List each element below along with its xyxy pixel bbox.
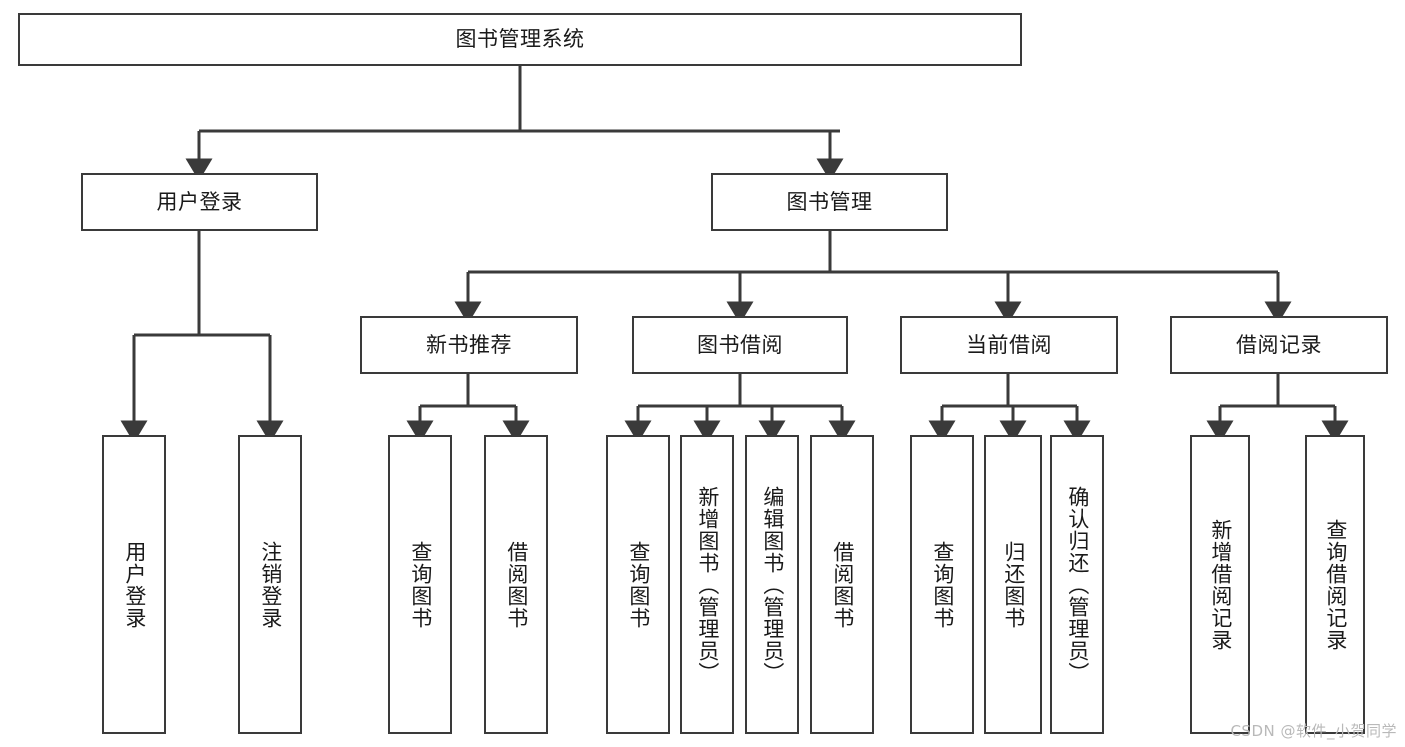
node-leaf-query-book-3[interactable]: 查询图书 bbox=[910, 435, 974, 734]
node-leaf-query-book-2[interactable]: 查询图书 bbox=[606, 435, 670, 734]
node-leaf-confirm-return-admin-label: 确认归还（管理员） bbox=[1065, 485, 1090, 684]
node-leaf-logout-login-label: 注销登录 bbox=[258, 540, 283, 629]
node-new-book-recommend[interactable]: 新书推荐 bbox=[360, 316, 578, 374]
node-leaf-query-book-3-label: 查询图书 bbox=[930, 540, 955, 629]
node-leaf-borrow-book-1[interactable]: 借阅图书 bbox=[484, 435, 548, 734]
node-user-login[interactable]: 用户登录 bbox=[81, 173, 318, 231]
node-leaf-borrow-book-2[interactable]: 借阅图书 bbox=[810, 435, 874, 734]
node-leaf-edit-book-admin-label: 编辑图书（管理员） bbox=[760, 485, 785, 684]
node-leaf-borrow-book-2-label: 借阅图书 bbox=[830, 540, 855, 629]
node-book-borrow-label: 图书借阅 bbox=[697, 332, 783, 357]
node-leaf-add-borrow-record-label: 新增借阅记录 bbox=[1208, 518, 1233, 651]
node-root[interactable]: 图书管理系统 bbox=[18, 13, 1022, 66]
node-leaf-user-login-label: 用户登录 bbox=[122, 540, 147, 629]
node-book-borrow[interactable]: 图书借阅 bbox=[632, 316, 848, 374]
node-leaf-query-book-1[interactable]: 查询图书 bbox=[388, 435, 452, 734]
node-leaf-borrow-book-1-label: 借阅图书 bbox=[504, 540, 529, 629]
node-leaf-query-borrow-record[interactable]: 查询借阅记录 bbox=[1305, 435, 1365, 734]
node-leaf-add-book-admin[interactable]: 新增图书（管理员） bbox=[680, 435, 734, 734]
node-user-login-label: 用户登录 bbox=[156, 189, 243, 214]
node-leaf-add-borrow-record[interactable]: 新增借阅记录 bbox=[1190, 435, 1250, 734]
node-borrow-record-label: 借阅记录 bbox=[1236, 332, 1322, 357]
node-leaf-edit-book-admin[interactable]: 编辑图书（管理员） bbox=[745, 435, 799, 734]
watermark: CSDN @软件_小贺同学 bbox=[1230, 722, 1397, 740]
node-leaf-query-book-1-label: 查询图书 bbox=[408, 540, 433, 629]
node-leaf-return-book-label: 归还图书 bbox=[1001, 540, 1026, 629]
node-borrow-record[interactable]: 借阅记录 bbox=[1170, 316, 1388, 374]
node-leaf-query-book-2-label: 查询图书 bbox=[626, 540, 651, 629]
node-current-borrow-label: 当前借阅 bbox=[966, 332, 1052, 357]
node-leaf-confirm-return-admin[interactable]: 确认归还（管理员） bbox=[1050, 435, 1104, 734]
node-book-manage[interactable]: 图书管理 bbox=[711, 173, 948, 231]
node-leaf-return-book[interactable]: 归还图书 bbox=[984, 435, 1042, 734]
node-new-book-recommend-label: 新书推荐 bbox=[426, 332, 512, 357]
node-root-label: 图书管理系统 bbox=[455, 27, 585, 52]
node-leaf-add-book-admin-label: 新增图书（管理员） bbox=[695, 485, 720, 684]
node-leaf-user-login[interactable]: 用户登录 bbox=[102, 435, 166, 734]
node-leaf-query-borrow-record-label: 查询借阅记录 bbox=[1323, 518, 1348, 651]
node-book-manage-label: 图书管理 bbox=[786, 189, 873, 214]
node-leaf-logout-login[interactable]: 注销登录 bbox=[238, 435, 302, 734]
node-current-borrow[interactable]: 当前借阅 bbox=[900, 316, 1118, 374]
